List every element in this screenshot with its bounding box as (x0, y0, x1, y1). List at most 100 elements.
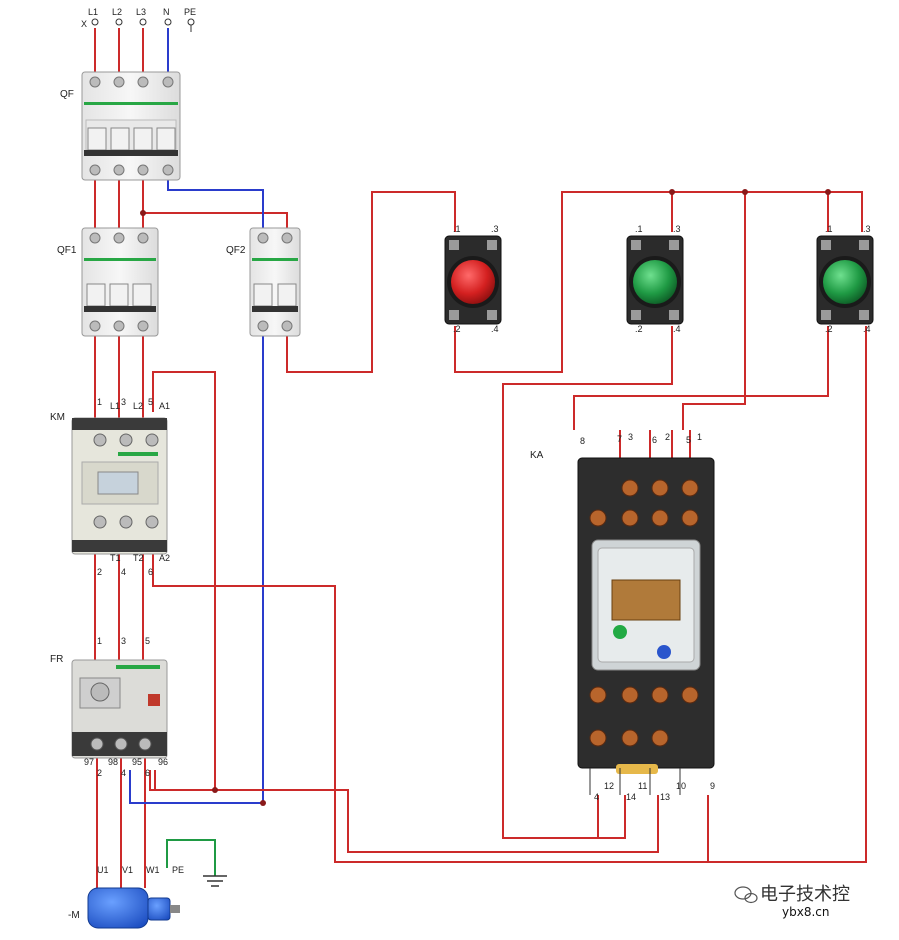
watermark-brand: 电子技术控 (760, 884, 850, 905)
svg-text:96: 96 (158, 757, 168, 767)
svg-text:1: 1 (97, 636, 102, 646)
motor-terminal-w1: W1 (146, 865, 160, 875)
stop-button: .1 .3 .2 .4 (444, 224, 502, 334)
fr-bottom-terminal-labels: 97 2 98 4 95 6 96 (84, 757, 168, 778)
qf2-breaker: QF2 (226, 227, 301, 337)
supply-terminals: L1 L2 L3 N PE X (81, 7, 196, 32)
qf-to-qf1-wires (94, 178, 144, 230)
ka-top-pin-wires (619, 430, 691, 470)
motor-label: -M (68, 910, 80, 921)
watermark-site: ybx8.cn (782, 905, 829, 919)
svg-text:11: 11 (638, 781, 647, 791)
fr-to-motor-wires (96, 758, 146, 888)
motor-terminal-pe: PE (172, 865, 184, 875)
button-terminal-label: .1 (635, 224, 643, 234)
svg-text:6: 6 (148, 567, 153, 577)
button-terminal-label: .1 (825, 224, 833, 234)
qf-breaker: QF (60, 71, 181, 181)
svg-text:10: 10 (676, 781, 686, 791)
km-to-fr-wires (94, 552, 144, 662)
svg-text:3: 3 (121, 397, 126, 407)
qf-label: QF (60, 89, 74, 100)
km-a2-to-ka-wire (152, 552, 708, 863)
button-terminal-label: .4 (491, 324, 499, 334)
svg-text:2: 2 (97, 567, 102, 577)
fr-label: FR (50, 654, 63, 665)
qf1-breaker: QF1 (57, 227, 159, 337)
svg-text:4: 4 (121, 768, 126, 778)
start-button-2: .1 .3 .2 .4 (816, 224, 874, 334)
svg-text:T2: T2 (133, 553, 144, 563)
wires (94, 28, 867, 888)
km-top-terminal-labels: 1 L1 3 L2 5 A1 (97, 397, 170, 411)
button-terminal-label: .2 (825, 324, 833, 334)
svg-text:98: 98 (108, 757, 118, 767)
svg-text:7: 7 (617, 434, 622, 444)
button-terminal-label: .1 (453, 224, 461, 234)
supply-label-l3: L3 (136, 7, 146, 17)
ground-icon (203, 875, 227, 887)
supply-label-l1: L1 (88, 7, 98, 17)
qf2-label: QF2 (226, 245, 246, 256)
svg-text:3: 3 (628, 432, 633, 442)
button-terminal-label: .2 (635, 324, 643, 334)
button-terminal-label: .4 (673, 324, 681, 334)
svg-text:12: 12 (604, 781, 614, 791)
svg-text:4: 4 (121, 567, 126, 577)
button-terminal-label: .4 (863, 324, 871, 334)
button-terminal-label: .2 (453, 324, 461, 334)
ka-bottom-terminal-labels: 4 12 14 11 13 10 9 (594, 781, 715, 802)
svg-text:2: 2 (97, 768, 102, 778)
km-label: KM (50, 412, 65, 423)
km-contactor: KM 1 L1 3 L2 5 A1 2 T1 4 T2 6 A2 (50, 397, 170, 577)
start2-to-ka-8-wire (573, 326, 829, 430)
supply-phase-wires (94, 28, 144, 75)
motor-terminal-v1: V1 (122, 865, 133, 875)
supply-x-mark: X (81, 19, 87, 29)
ka-label: KA (530, 450, 544, 461)
qf-l3-to-qf2-wire (143, 212, 288, 230)
svg-text:13: 13 (660, 792, 670, 802)
motor: -M U1 V1 W1 PE (68, 865, 184, 929)
svg-text:T1: T1 (110, 553, 121, 563)
svg-text:5: 5 (148, 397, 153, 407)
fr-96-to-ka-13-wire (149, 770, 659, 853)
junctions (140, 189, 831, 806)
wechat-icon (734, 886, 758, 904)
svg-text:97: 97 (84, 757, 94, 767)
bus-to-ka-2 (682, 192, 746, 430)
motor-terminal-u1: U1 (97, 865, 109, 875)
button-terminal-label: .3 (863, 224, 871, 234)
svg-text:1: 1 (697, 432, 702, 442)
supply-label-pe: PE (184, 7, 196, 17)
fr-top-terminal-labels: 1 3 5 (97, 636, 150, 646)
qf2-to-stop-button-wire (286, 191, 456, 373)
button-cap (633, 260, 677, 304)
svg-text:14: 14 (626, 792, 636, 802)
stop-to-start-wire (454, 191, 673, 373)
button-terminal-label: .3 (491, 224, 499, 234)
button-cap (823, 260, 867, 304)
svg-text:1: 1 (97, 397, 102, 407)
qf1-to-km-wires (94, 333, 144, 420)
start-button-1: .1 .3 .2 .4 (626, 224, 684, 334)
svg-text:6: 6 (145, 768, 150, 778)
start1-to-ka-wire (502, 326, 673, 839)
svg-text:95: 95 (132, 757, 142, 767)
watermark: 电子技术控 ybx8.cn (734, 884, 850, 919)
svg-text:8: 8 (580, 436, 585, 446)
svg-text:5: 5 (686, 435, 691, 445)
svg-text:L2: L2 (133, 401, 143, 411)
bus-top-right (672, 191, 863, 232)
qf-n-to-qf2-wire (167, 178, 264, 230)
pushbuttons: .1 .3 .2 .4 .1 .3 .2 .4 .1 .3 .2 .4 (444, 224, 874, 334)
km-bottom-terminal-labels: 2 T1 4 T2 6 A2 (97, 553, 170, 577)
km-a1-loop-wire (152, 371, 216, 791)
svg-text:6: 6 (652, 435, 657, 445)
button-terminal-label: .3 (673, 224, 681, 234)
svg-text:5: 5 (145, 636, 150, 646)
svg-text:9: 9 (710, 781, 715, 791)
svg-text:A1: A1 (159, 401, 170, 411)
svg-text:A2: A2 (159, 553, 170, 563)
supply-label-l2: L2 (112, 7, 122, 17)
